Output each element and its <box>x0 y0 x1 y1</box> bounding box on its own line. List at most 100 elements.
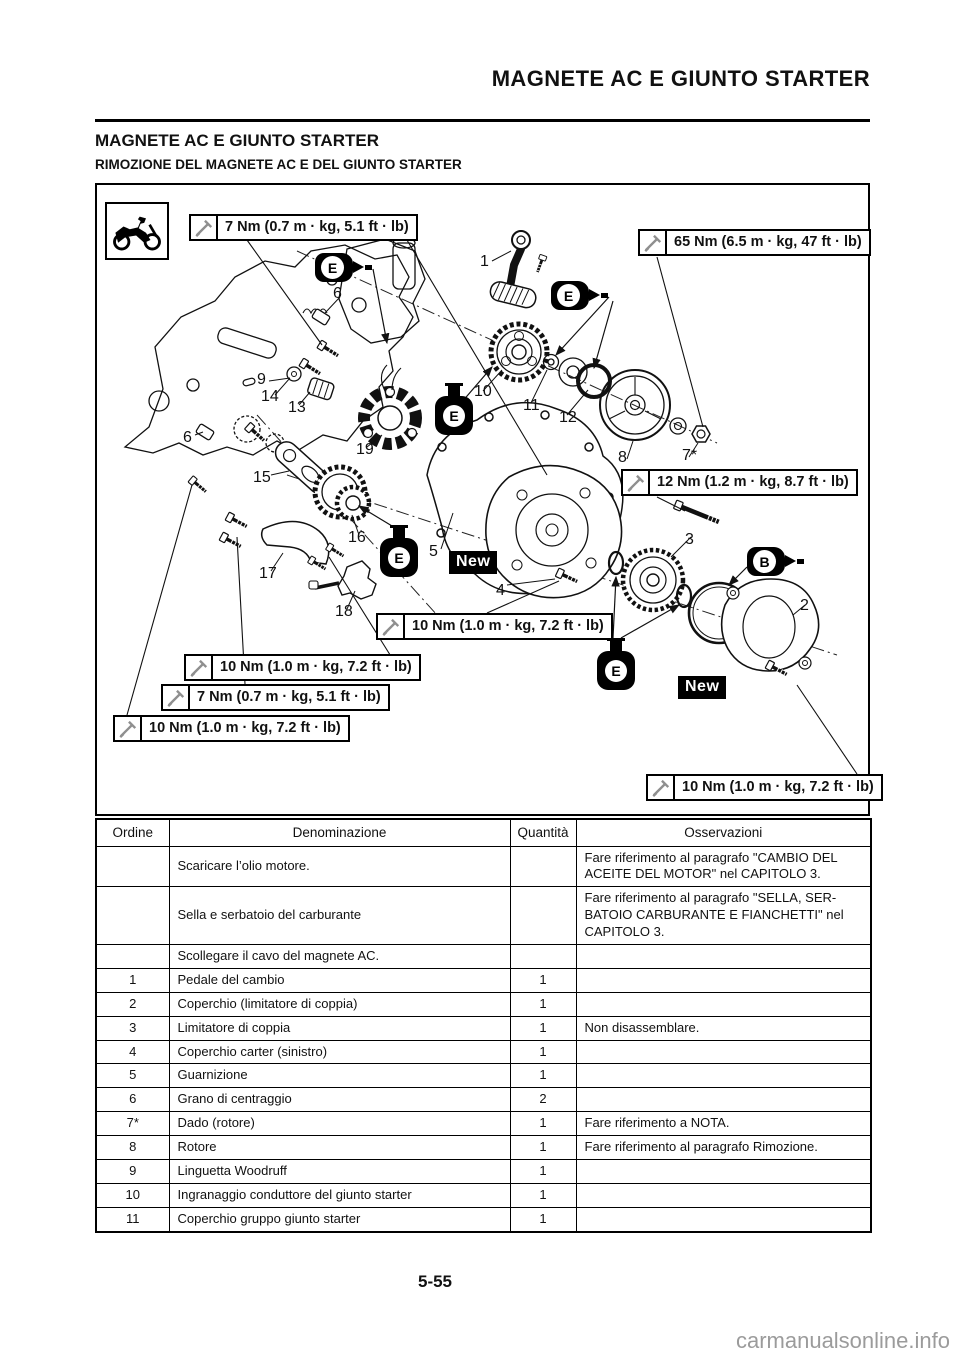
cell-osservazioni <box>575 1087 872 1113</box>
part-number-label: 15 <box>253 469 271 486</box>
part-number-label: 7* <box>682 447 698 464</box>
cell-denominazione: Sella e serbatoio del carburante <box>168 886 511 945</box>
cell-quantita: 2 <box>509 1087 577 1113</box>
cell-quantita: 1 <box>509 1015 577 1041</box>
torque-wrench-icon <box>191 216 218 239</box>
cell-osservazioni: Fare riferimento al paragrafo "CAMBIO DE… <box>575 845 872 888</box>
part-number-label: 8 <box>618 449 627 466</box>
oil-symbol-letter: E <box>605 660 627 682</box>
oil-applicator-icon: E <box>315 253 373 283</box>
cell-osservazioni <box>575 1063 872 1089</box>
cell-osservazioni: Fare riferimento a NOTA. <box>575 1111 872 1137</box>
grease-symbol-letter: B <box>753 550 776 573</box>
cell-denominazione: Rotore <box>168 1135 511 1161</box>
torque-callout-10nm-center: 10 Nm (1.0 m · kg, 7.2 ft · lb) <box>376 613 613 640</box>
part-number-label: 9 <box>257 371 266 388</box>
cell-ordine: 1 <box>95 967 170 993</box>
oil-bottle-icon: E <box>380 525 418 577</box>
torque-wrench-icon <box>378 615 405 638</box>
part-number-label: 4 <box>496 582 505 599</box>
part-number-label: 6 <box>333 285 342 302</box>
exploded-diagram-figure: 7 Nm (0.7 m · kg, 5.1 ft · lb) 65 Nm (6.… <box>95 183 883 816</box>
part-number-label: 11 <box>523 397 540 414</box>
cell-osservazioni <box>575 944 872 969</box>
part-number-label: 6 <box>183 429 192 446</box>
torque-callout-7nm-top: 7 Nm (0.7 m · kg, 5.1 ft · lb) <box>189 214 418 241</box>
table-row: 8 Rotore 1 Fare riferimento al paragrafo… <box>95 1135 872 1161</box>
cell-ordine: 2 <box>95 991 170 1017</box>
cell-osservazioni <box>575 967 872 993</box>
cell-denominazione: Guarnizione <box>168 1063 511 1089</box>
table-row: Sella e serbatoio del carburante Fare ri… <box>95 886 872 945</box>
cell-ordine: 5 <box>95 1063 170 1089</box>
part-number-label: 3 <box>685 531 694 548</box>
torque-callout-label: 10 Nm (1.0 m · kg, 7.2 ft · lb) <box>149 720 341 736</box>
cell-quantita: 1 <box>509 1159 577 1184</box>
col-header-denominazione: Denominazione <box>168 818 511 847</box>
cell-quantita <box>509 845 577 888</box>
oil-symbol-letter: E <box>557 284 580 307</box>
cell-quantita: 1 <box>509 1206 577 1233</box>
watermark: carmanualsonline.info <box>735 1328 950 1353</box>
cell-osservazioni <box>575 991 872 1017</box>
table-header-row: Ordine Denominazione Quantità Osservazio… <box>95 818 872 847</box>
table-row: 11 Coperchio gruppo giunto starter 1 <box>95 1206 872 1233</box>
cell-osservazioni <box>575 1159 872 1184</box>
torque-callout-label: 10 Nm (1.0 m · kg, 7.2 ft · lb) <box>220 659 412 675</box>
oil-symbol-letter: E <box>443 405 465 427</box>
cell-osservazioni <box>575 1182 872 1208</box>
cell-denominazione: Coperchio gruppo giunto starter <box>168 1206 511 1233</box>
cell-quantita: 1 <box>509 991 577 1017</box>
cell-ordine: 8 <box>95 1135 170 1161</box>
part-number-label: 13 <box>288 399 306 416</box>
table-row: 10 Ingranaggio conduttore del giunto sta… <box>95 1182 872 1208</box>
cell-ordine: 9 <box>95 1159 170 1184</box>
torque-callout-label: 7 Nm (0.7 m · kg, 5.1 ft · lb) <box>225 219 409 235</box>
cell-denominazione: Coperchio carter (sinistro) <box>168 1039 511 1065</box>
cell-quantita <box>509 944 577 969</box>
torque-callout-label: 7 Nm (0.7 m · kg, 5.1 ft · lb) <box>197 689 381 705</box>
part-number-label: 12 <box>559 409 577 426</box>
cell-denominazione: Ingranaggio conduttore del giunto starte… <box>168 1182 511 1208</box>
part-number-label: 1 <box>480 253 489 270</box>
cell-osservazioni: Fare riferimento al paragrafo Rimozione. <box>575 1135 872 1161</box>
table-row: 4 Coperchio carter (sinistro) 1 <box>95 1039 872 1065</box>
parts-table: Ordine Denominazione Quantità Osservazio… <box>95 818 872 1233</box>
new-part-badge: New <box>678 676 727 699</box>
cell-denominazione: Coperchio (limitatore di coppia) <box>168 991 511 1017</box>
torque-callout-7nm-bottom: 7 Nm (0.7 m · kg, 5.1 ft · lb) <box>161 684 390 711</box>
torque-callout-label: 65 Nm (6.5 m · kg, 47 ft · lb) <box>674 234 862 250</box>
cell-ordine: 11 <box>95 1206 170 1233</box>
table-row: 6 Grano di centraggio 2 <box>95 1087 872 1113</box>
part-number-label: 17 <box>259 565 277 582</box>
new-part-badge: New <box>449 551 498 574</box>
torque-wrench-icon <box>640 231 667 254</box>
torque-wrench-icon <box>115 717 142 740</box>
col-header-osservazioni: Osservazioni <box>575 818 872 847</box>
torque-callout-label: 10 Nm (1.0 m · kg, 7.2 ft · lb) <box>682 779 874 795</box>
cell-quantita: 1 <box>509 1135 577 1161</box>
part-number-label: 19 <box>356 441 374 458</box>
table-row: 9 Linguetta Woodruff 1 <box>95 1159 872 1184</box>
oil-bottle-icon: E <box>435 383 473 435</box>
cell-quantita: 1 <box>509 1111 577 1137</box>
oil-symbol-letter: E <box>321 256 344 279</box>
cell-denominazione: Dado (rotore) <box>168 1111 511 1137</box>
torque-wrench-icon <box>623 471 650 494</box>
cell-osservazioni: Fare riferimento al paragrafo "SELLA, SE… <box>575 886 872 945</box>
exploded-diagram-drawing <box>123 229 858 775</box>
motorcycle-icon <box>105 202 169 260</box>
torque-callout-65nm: 65 Nm (6.5 m · kg, 47 ft · lb) <box>638 229 871 256</box>
page-header-title: MAGNETE AC E GIUNTO STARTER <box>491 66 870 91</box>
table-row: 2 Coperchio (limitatore di coppia) 1 <box>95 991 872 1017</box>
oil-bottle-icon: E <box>597 638 635 690</box>
table-row: 3 Limitatore di coppia 1 Non disassembla… <box>95 1015 872 1041</box>
torque-wrench-icon <box>648 776 675 799</box>
cell-quantita: 1 <box>509 1063 577 1089</box>
col-header-quantita: Quantità <box>509 818 577 847</box>
oil-symbol-letter: E <box>388 547 410 569</box>
subsection-title: RIMOZIONE DEL MAGNETE AC E DEL GIUNTO ST… <box>95 157 462 172</box>
part-number-label: 2 <box>800 597 809 614</box>
cell-osservazioni <box>575 1206 872 1233</box>
cell-ordine <box>95 944 170 969</box>
